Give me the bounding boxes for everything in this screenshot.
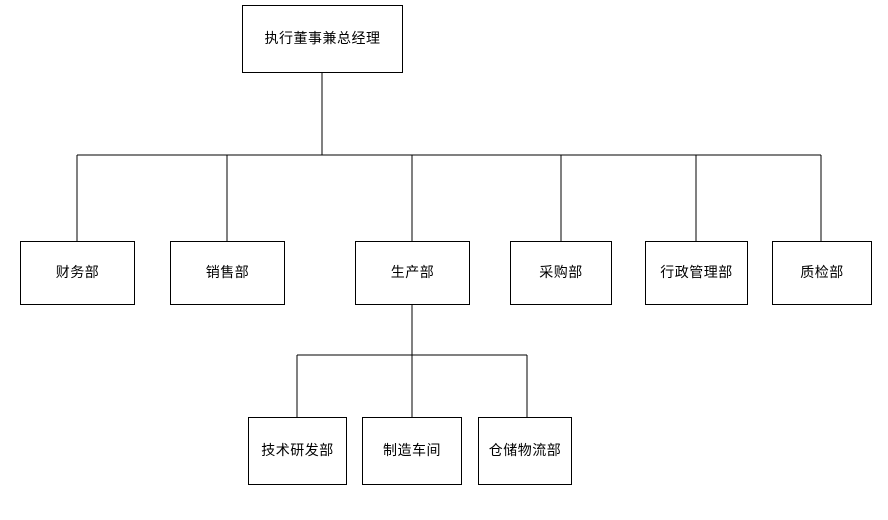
org-node-admin[interactable]: 行政管理部	[645, 241, 748, 305]
org-node-label: 技术研发部	[261, 442, 334, 459]
org-node-label: 采购部	[539, 264, 583, 281]
org-node-ceo[interactable]: 执行董事兼总经理	[242, 5, 403, 73]
org-node-sales[interactable]: 销售部	[170, 241, 285, 305]
org-node-label: 执行董事兼总经理	[264, 30, 381, 47]
org-node-finance[interactable]: 财务部	[20, 241, 135, 305]
org-node-label: 行政管理部	[660, 264, 733, 281]
org-node-workshop[interactable]: 制造车间	[362, 417, 462, 485]
org-node-label: 生产部	[390, 264, 435, 281]
org-node-label: 财务部	[55, 264, 100, 281]
org-node-label: 质检部	[800, 264, 844, 281]
org-node-production[interactable]: 生产部	[355, 241, 470, 305]
org-node-logistics[interactable]: 仓储物流部	[478, 417, 572, 485]
org-node-rnd[interactable]: 技术研发部	[248, 417, 347, 485]
org-node-label: 制造车间	[383, 442, 441, 459]
org-node-qc[interactable]: 质检部	[772, 241, 872, 305]
org-node-purchasing[interactable]: 采购部	[510, 241, 612, 305]
org-node-label: 销售部	[205, 264, 250, 281]
org-node-label: 仓储物流部	[488, 442, 562, 459]
